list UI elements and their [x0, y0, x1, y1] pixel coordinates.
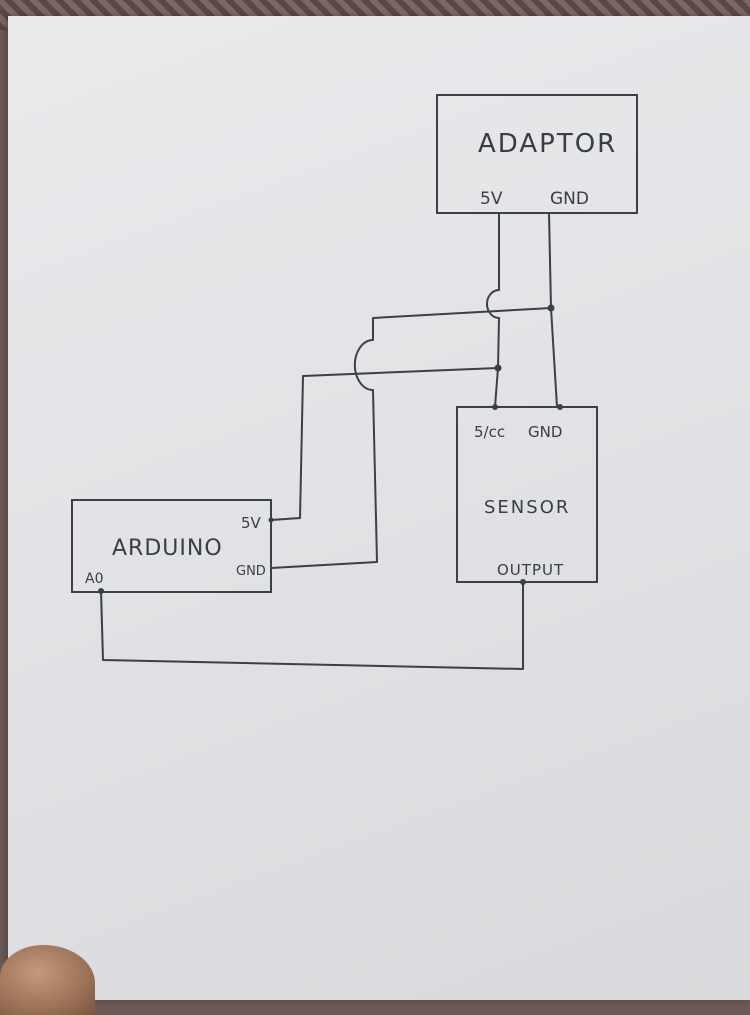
junction-gnd — [547, 304, 555, 312]
arduino-block: ARDUINO 5V GND A0 — [71, 499, 272, 593]
sensor-gnd-pin — [557, 404, 563, 410]
adaptor-title: ADAPTOR — [478, 129, 617, 159]
adaptor-5v-label: 5V — [480, 189, 503, 209]
adaptor-box — [436, 94, 638, 214]
arduino-a0-label: A0 — [85, 571, 103, 587]
sensor-vcc-label: 5/cc — [474, 423, 505, 441]
arduino-gnd-label: GND — [236, 564, 266, 579]
paper-sheet — [8, 16, 750, 1000]
arduino-title: ARDUINO — [112, 536, 223, 561]
junction-5v — [494, 364, 502, 372]
sensor-box — [456, 406, 598, 583]
sensor-output-pin — [520, 579, 526, 585]
wire-adaptor-5v-to-sensor-vcc — [486, 212, 500, 408]
sensor-title: SENSOR — [484, 497, 570, 518]
arduino-5v-label: 5V — [241, 514, 262, 532]
sensor-output-label: OUTPUT — [497, 561, 564, 579]
sensor-gnd-label: GND — [528, 423, 562, 441]
wire-gnd-rail-to-arduino-gnd — [270, 307, 552, 569]
sensor-block: 5/cc GND SENSOR OUTPUT — [456, 406, 598, 583]
arduino-a0-pin — [98, 588, 104, 594]
wire-sensor-output-to-arduino-a0 — [100, 581, 524, 670]
arduino-5v-pin — [268, 517, 274, 523]
wire-5v-rail-to-arduino-5v — [270, 367, 499, 521]
sensor-vcc-pin — [492, 404, 498, 410]
adaptor-gnd-label: GND — [550, 189, 589, 209]
adaptor-block: ADAPTOR 5V GND — [436, 94, 638, 214]
arduino-box — [71, 499, 272, 593]
